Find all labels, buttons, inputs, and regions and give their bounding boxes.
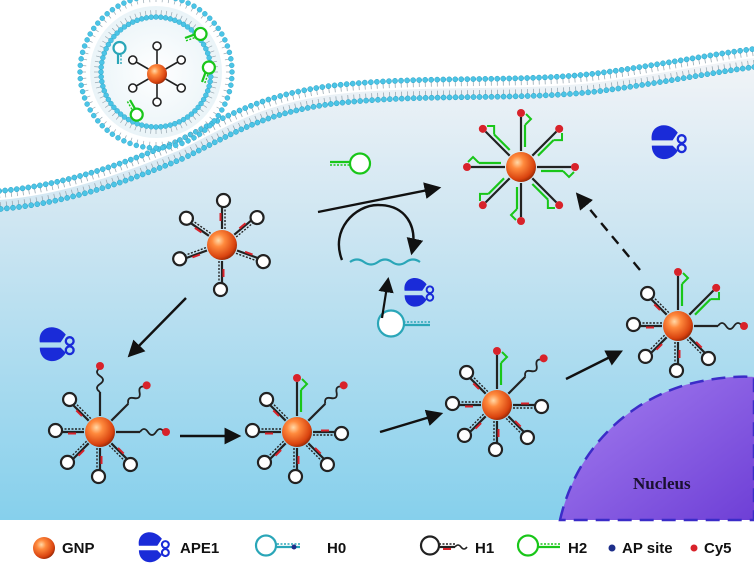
nanoprobe-fully-activated xyxy=(463,109,579,225)
ape1-enzyme-right xyxy=(651,125,687,160)
gold-nanoparticle xyxy=(506,152,536,182)
legend-item-gnp: GNP xyxy=(33,537,95,559)
gold-nanoparticle xyxy=(282,417,312,447)
nanoprobes xyxy=(47,109,748,485)
cell-membrane xyxy=(0,46,754,212)
released-strand xyxy=(349,258,421,266)
legend-label-h1: H1 xyxy=(475,540,494,557)
nucleus xyxy=(558,375,754,522)
legend-item-h1: H1 xyxy=(419,535,494,557)
legend-item-ap-site: AP site xyxy=(608,540,673,557)
legend-item-ape1: APE1 xyxy=(138,532,219,563)
legend-label-ap-site: AP site xyxy=(622,540,673,557)
h0-hairpin-icon xyxy=(254,534,300,557)
arrow-to-activated xyxy=(317,182,442,214)
cleavage-arrow xyxy=(378,276,394,319)
legend-label-h2: H2 xyxy=(568,540,587,557)
nanoprobe-accumulating xyxy=(625,268,748,379)
arrow-to-cycled xyxy=(379,409,444,434)
legend-item-cy5: Cy5 xyxy=(690,540,732,557)
legend-label-h0: H0 xyxy=(327,540,346,557)
nanoprobe-ape1-bound xyxy=(47,362,170,485)
h2-hairpin-icon xyxy=(516,534,560,557)
ape1-enzyme-left xyxy=(39,327,75,362)
cy5-dot-icon xyxy=(690,544,698,552)
gold-nanoparticle xyxy=(482,390,512,420)
h1-hairpin-icon xyxy=(419,535,468,556)
vesicle-membrane xyxy=(77,0,235,151)
nucleus-label: Nucleus xyxy=(633,474,691,493)
legend-label-cy5: Cy5 xyxy=(704,540,732,557)
endocytic-vesicle xyxy=(77,0,235,151)
gold-nanoparticle xyxy=(85,417,115,447)
nanoprobe-h2-binding xyxy=(244,374,350,485)
legend-item-h2: H2 xyxy=(516,534,587,557)
gold-nanoparticle xyxy=(663,311,693,341)
nanoprobe-initial xyxy=(172,192,271,298)
amplification-cycle xyxy=(39,125,687,362)
legend-label-ape1: APE1 xyxy=(180,540,219,557)
ape1-legend-glyph xyxy=(138,532,170,563)
nanoprobe-cycled xyxy=(444,347,550,458)
cycle-arrow xyxy=(337,203,424,261)
legend-label-gnp: GNP xyxy=(62,540,95,557)
ap-site-dot-icon xyxy=(608,544,616,552)
reaction-arrows xyxy=(127,182,641,445)
legend-item-h0: H0 xyxy=(254,534,346,557)
arrow-to-ape1-bound xyxy=(127,297,187,358)
arrow-to-accumulating xyxy=(565,350,624,381)
legend: GNP APE1 H0 H1 H2 AP site Cy5 xyxy=(33,532,732,563)
ape1-icon xyxy=(138,532,170,563)
ape1-enzyme-cycle xyxy=(404,277,435,307)
gold-nanoparticle xyxy=(147,64,167,84)
gold-nanoparticle xyxy=(207,230,237,260)
gnp-icon xyxy=(33,537,55,559)
vesicle-contents xyxy=(112,26,216,122)
